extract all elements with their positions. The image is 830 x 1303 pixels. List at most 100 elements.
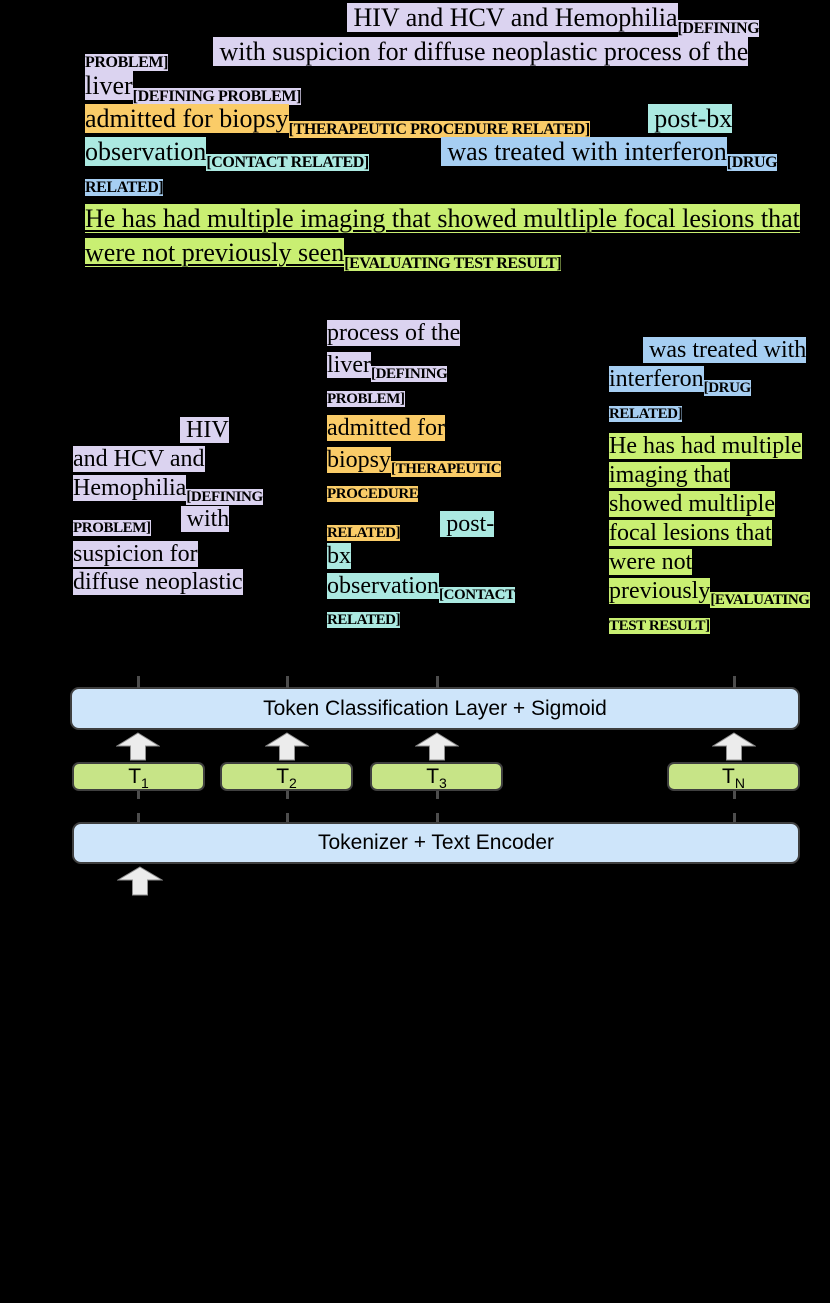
classifier-layer-box: Token Classification Layer + Sigmoid [70, 687, 800, 730]
text-line: biopsy[THERAPEUTIC [327, 447, 502, 477]
text-line: diffuse neoplastic [73, 569, 243, 595]
connector-tick [733, 791, 736, 799]
highlighted-text-span: suspicion for [73, 541, 198, 567]
text-line: RELATED] [85, 171, 164, 196]
entity-type-label: [CONTACT RELATED] [206, 154, 369, 171]
token-subscript: 1 [141, 774, 149, 791]
highlighted-text-span: interferon [609, 366, 704, 392]
connector-tick [286, 676, 289, 688]
token-subscript: N [734, 774, 745, 791]
text-line: RELATED] [327, 605, 401, 628]
text-line: admitted for [327, 415, 445, 441]
text-line: process of the [327, 320, 461, 346]
connector-tick [436, 676, 439, 688]
entity-type-label: RELATED] [85, 179, 164, 196]
highlighted-text-span: Hemophilia [73, 475, 187, 501]
up-arrow-icon [712, 732, 756, 761]
token-label: TN [722, 764, 745, 791]
text-line: were not [609, 549, 693, 575]
highlighted-text-span: focal lesions that [609, 520, 772, 546]
text-line: admitted for biopsy[THERAPEUTIC PROCEDUR… [85, 104, 733, 138]
text-line: TEST RESULT] [609, 611, 710, 634]
entity-type-label: [DEFINING [186, 489, 263, 505]
connector-tick [733, 813, 736, 822]
entity-type-label: PROCEDURE [327, 486, 419, 502]
entity-type-label: [EVALUATING [710, 592, 810, 608]
entity-type-label: [DEFINING PROBLEM] [132, 88, 302, 105]
highlighted-text-span: liver [85, 71, 133, 100]
highlighted-text-span: diffuse neoplastic [73, 569, 243, 595]
text-line: bx [327, 543, 351, 569]
token-label: T2 [276, 764, 297, 791]
text-line: liver[DEFINING PROBLEM] [85, 71, 301, 105]
entity-type-label: PROBLEM] [85, 54, 169, 71]
up-arrow-icon [117, 866, 163, 896]
highlighted-text-span: HIV [180, 417, 229, 443]
entity-type-label: [DEFINING [370, 366, 448, 382]
connector-tick [137, 813, 140, 822]
highlighted-text-span: and HCV and [73, 446, 205, 472]
entity-type-label: [DEFINING [677, 20, 760, 37]
entity-type-label: PROBLEM] [73, 520, 151, 536]
token-label: T1 [128, 764, 149, 791]
text-line: was treated with [609, 337, 807, 363]
highlighted-text-span: post-bx [647, 104, 733, 133]
up-arrow-icon [116, 732, 160, 761]
classifier-layer-label: Token Classification Layer + Sigmoid [263, 696, 607, 720]
encoder-box: Tokenizer + Text Encoder [72, 822, 800, 864]
text-line: observation[CONTACT [327, 573, 515, 603]
token-subscript: 2 [289, 774, 297, 791]
text-line: HIV [73, 417, 229, 443]
connector-tick [286, 813, 289, 822]
highlighted-text-span: bx [327, 543, 351, 569]
entity-type-label: [THERAPEUTIC PROCEDURE RELATED] [288, 121, 590, 138]
text-line: showed multliple [609, 491, 775, 517]
entity-type-label: TEST RESULT] [609, 618, 710, 634]
token-box-1: T1 [72, 762, 205, 791]
entity-type-label: RELATED] [327, 612, 401, 628]
text-line: observation[CONTACT RELATED] was treated… [85, 137, 778, 171]
highlighted-text-span: previously [609, 578, 711, 604]
highlighted-text-span: admitted for [327, 415, 445, 441]
highlighted-text-span: biopsy [327, 447, 392, 473]
entity-type-label: [CONTACT [438, 587, 515, 603]
text-line: PROBLEM] with suspicion for diffuse neop… [85, 37, 749, 71]
token-box-3: T3 [370, 762, 503, 791]
highlighted-text-span: He has had multiple imaging that showed … [85, 204, 800, 233]
text-line: Hemophilia[DEFINING [73, 475, 263, 505]
entity-type-label: RELATED] [609, 406, 683, 422]
text-line: suspicion for [73, 541, 198, 567]
connector-tick [286, 791, 289, 799]
token-subscript: 3 [439, 774, 447, 791]
highlighted-text-span: He has had multiple [609, 433, 802, 459]
highlighted-text-span: were not [609, 549, 693, 575]
highlighted-text-span: showed multliple [609, 491, 775, 517]
connector-tick [436, 813, 439, 822]
token-box-n: TN [667, 762, 800, 791]
highlighted-text-span: was treated with interferon [440, 137, 727, 166]
up-arrow-icon [415, 732, 459, 761]
highlighted-text-span: with [180, 506, 230, 532]
text-line: focal lesions that [609, 520, 772, 546]
entity-type-label: [EVALUATING TEST RESULT] [344, 255, 562, 272]
highlighted-text-span: process of the [327, 320, 461, 346]
highlighted-text-span: was treated with [643, 337, 807, 363]
highlighted-text-span: liver [327, 352, 371, 378]
highlighted-text-span: HIV and HCV and Hemophilia [347, 3, 678, 32]
connector-tick [137, 791, 140, 799]
text-line: interferon[DRUG [609, 366, 751, 396]
encoder-label: Tokenizer + Text Encoder [318, 831, 554, 854]
up-arrow-icon [265, 732, 309, 761]
entity-type-label: [DRUG [703, 380, 751, 396]
text-line: RELATED] [609, 399, 683, 422]
text-line: He has had multiple [609, 433, 802, 459]
entity-type-label: [THERAPEUTIC [391, 461, 502, 477]
text-line: and HCV and [73, 446, 205, 472]
entity-type-label: RELATED] [327, 525, 401, 541]
text-line: were not previously seen[EVALUATING TEST… [85, 238, 562, 272]
token-label: T3 [426, 764, 447, 791]
text-line: liver[DEFINING [327, 352, 448, 382]
highlighted-text-span: admitted for biopsy [85, 104, 289, 133]
connector-tick [436, 791, 439, 799]
